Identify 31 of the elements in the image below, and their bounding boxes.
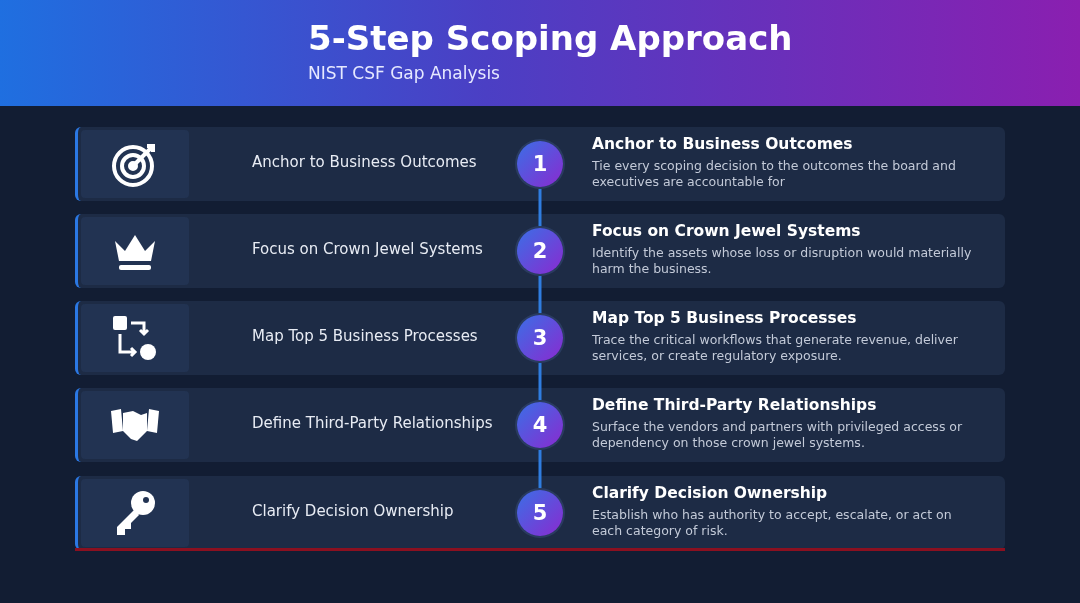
step-number: 3	[517, 315, 563, 361]
step-number: 4	[517, 402, 563, 448]
step-card	[75, 476, 1005, 550]
step-description: Establish who has authority to accept, escalate, or act on each category of risk.	[592, 507, 953, 539]
step-heading: Map Top 5 Business Processes	[592, 309, 857, 327]
step-label: Define Third-Party Relationships	[252, 414, 493, 432]
step-card	[75, 388, 1005, 462]
connector-line	[538, 450, 542, 488]
step-label: Clarify Decision Ownership	[252, 502, 454, 520]
subtitle: NIST CSF Gap Analysis	[308, 63, 500, 83]
step-description: Tie every scoping decision to the outcomes the board and executives are accountable for	[592, 158, 957, 190]
step-number: 5	[517, 490, 563, 536]
step-card	[75, 127, 1005, 201]
step-description: Trace the critical workflows that generate revenue, deliver services, or create regulatory exposure.	[592, 332, 959, 364]
step-number: 2	[517, 228, 563, 274]
step-description: Identify the assets whose loss or disruption would materially harm the business.	[592, 245, 972, 277]
connector-line	[538, 363, 542, 400]
step-label: Anchor to Business Outcomes	[252, 153, 477, 171]
connector-line	[538, 189, 542, 226]
step-heading: Define Third-Party Relationships	[592, 396, 877, 414]
step-card	[75, 301, 1005, 375]
title: 5-Step Scoping Approach	[308, 18, 793, 58]
step-heading: Clarify Decision Ownership	[592, 484, 828, 502]
step-description: Surface the vendors and partners with privileged access or dependency on those crown jewel systems.	[592, 419, 964, 451]
step-number: 1	[517, 141, 563, 187]
step-label: Focus on Crown Jewel Systems	[252, 240, 483, 258]
step-card	[75, 214, 1005, 288]
step-label: Map Top 5 Business Processes	[252, 327, 478, 345]
step-heading: Focus on Crown Jewel Systems	[592, 222, 861, 240]
connector-line	[538, 276, 542, 313]
step-heading: Anchor to Business Outcomes	[592, 135, 853, 153]
